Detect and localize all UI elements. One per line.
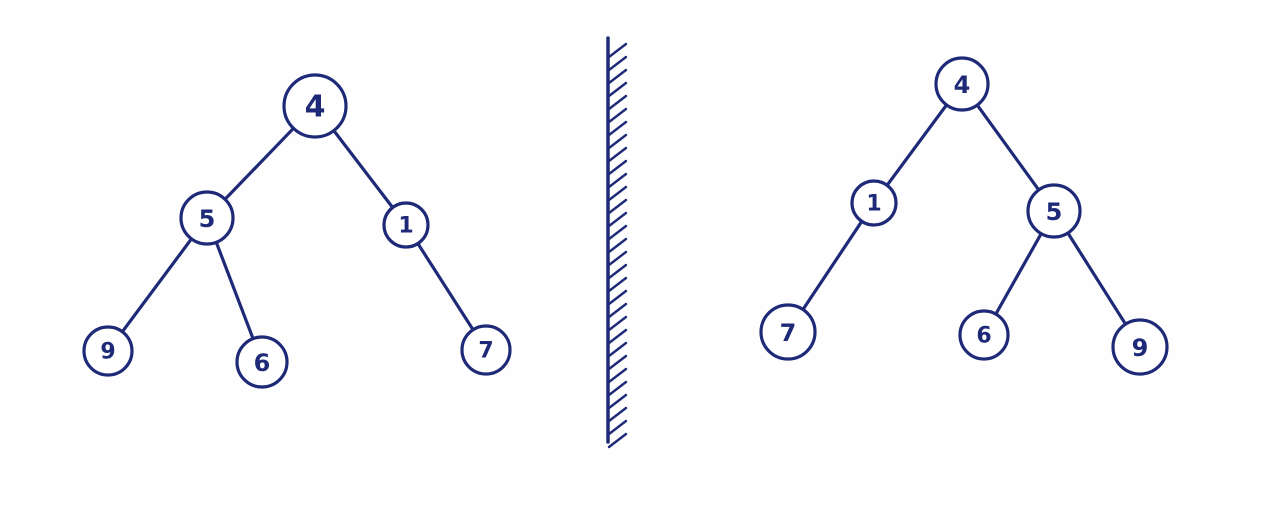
original-node-circle	[82, 325, 134, 377]
original-edge-n4-n1	[332, 129, 395, 210]
mirror-hatch	[607, 328, 628, 345]
mirror-wall	[606, 36, 628, 449]
original-edge-n4-n5	[223, 126, 296, 201]
mirror-hatch	[607, 250, 628, 267]
mirror-hatch	[607, 367, 628, 384]
mirror-edge-m5-m9	[1066, 231, 1128, 326]
mirror-node-label: 7	[780, 319, 797, 347]
mirror-hatch	[607, 133, 628, 150]
mirror-hatch	[607, 68, 628, 85]
original-node-circle	[235, 335, 289, 389]
mirror-node-5: 5	[1026, 183, 1082, 239]
mirror-hatch	[607, 315, 628, 332]
mirror-hatch	[607, 393, 628, 410]
mirror-hatch	[607, 419, 628, 436]
mirror-hatch	[607, 380, 628, 397]
mirror-edge-m5-m6	[994, 232, 1043, 316]
mirror-hatch	[607, 341, 628, 358]
mirror-node-label: 6	[976, 324, 991, 349]
mirror-hatch	[607, 354, 628, 371]
mirror-hatch	[607, 224, 628, 241]
original-node-5: 5	[179, 190, 235, 246]
mirror-hatch	[607, 185, 628, 202]
mirror-node-circle	[850, 179, 898, 227]
original-node-label: 9	[100, 340, 115, 365]
mirror-hatch	[607, 159, 628, 176]
mirror-hatch	[607, 94, 628, 111]
mirror-hatch	[607, 302, 628, 319]
mirror-hatch	[607, 406, 628, 423]
original-node-label: 6	[254, 349, 271, 377]
mirror-node-9: 9	[1111, 318, 1169, 376]
original-node-label: 7	[478, 339, 493, 364]
original-node-label: 5	[199, 205, 216, 233]
mirror-node-4: 4	[934, 56, 990, 112]
original-edge-n5-n6	[214, 240, 255, 341]
mirror-node-label: 9	[1132, 334, 1149, 362]
mirror-hatch	[607, 263, 628, 280]
original-node-4: 4	[282, 73, 348, 139]
mirror-hatch	[607, 120, 628, 137]
mirror-hatch	[607, 107, 628, 124]
original-node-6: 6	[235, 335, 289, 389]
mirror-hatch	[607, 172, 628, 189]
original-edge-n5-n9	[120, 237, 194, 334]
mirror-node-circle	[759, 303, 817, 361]
original-node-9: 9	[82, 325, 134, 377]
mirror-node-7: 7	[759, 303, 817, 361]
original-node-circle	[382, 201, 430, 249]
mirror-hatch	[607, 276, 628, 293]
mirror-hatch	[607, 146, 628, 163]
mirror-node-1: 1	[850, 179, 898, 227]
mirror-hatch	[607, 42, 628, 59]
edges-layer	[120, 103, 1128, 341]
original-node-circle	[282, 73, 348, 139]
mirror-node-circle	[934, 56, 990, 112]
original-node-1: 1	[382, 201, 430, 249]
original-node-label: 1	[398, 214, 413, 239]
mirror-hatch	[607, 81, 628, 98]
mirror-hatch	[607, 289, 628, 306]
original-node-circle	[179, 190, 235, 246]
mirror-hatch	[607, 237, 628, 254]
mirror-node-6: 6	[958, 309, 1010, 361]
nodes-layer: 4 5 1 9 6 7 4 1 5 7 6 9	[82, 56, 1169, 389]
mirror-node-label: 4	[954, 71, 971, 99]
original-edge-n1-n7	[416, 241, 475, 332]
mirror-node-label: 5	[1046, 198, 1063, 226]
mirror-hatch	[607, 198, 628, 215]
mirror-node-label: 1	[866, 192, 881, 217]
mirror-edge-m4-m5	[975, 103, 1041, 192]
original-node-7: 7	[460, 324, 512, 376]
mirror-edge-m1-m7	[801, 219, 864, 312]
original-node-label: 4	[305, 90, 326, 125]
original-node-circle	[460, 324, 512, 376]
mirror-hatch	[607, 55, 628, 72]
mirror-node-circle	[1026, 183, 1082, 239]
mirror-node-circle	[1111, 318, 1169, 376]
mirror-edge-m4-m1	[885, 103, 949, 187]
mirror-hatch	[607, 211, 628, 228]
mirror-node-circle	[958, 309, 1010, 361]
mirror-hatch	[607, 432, 628, 449]
